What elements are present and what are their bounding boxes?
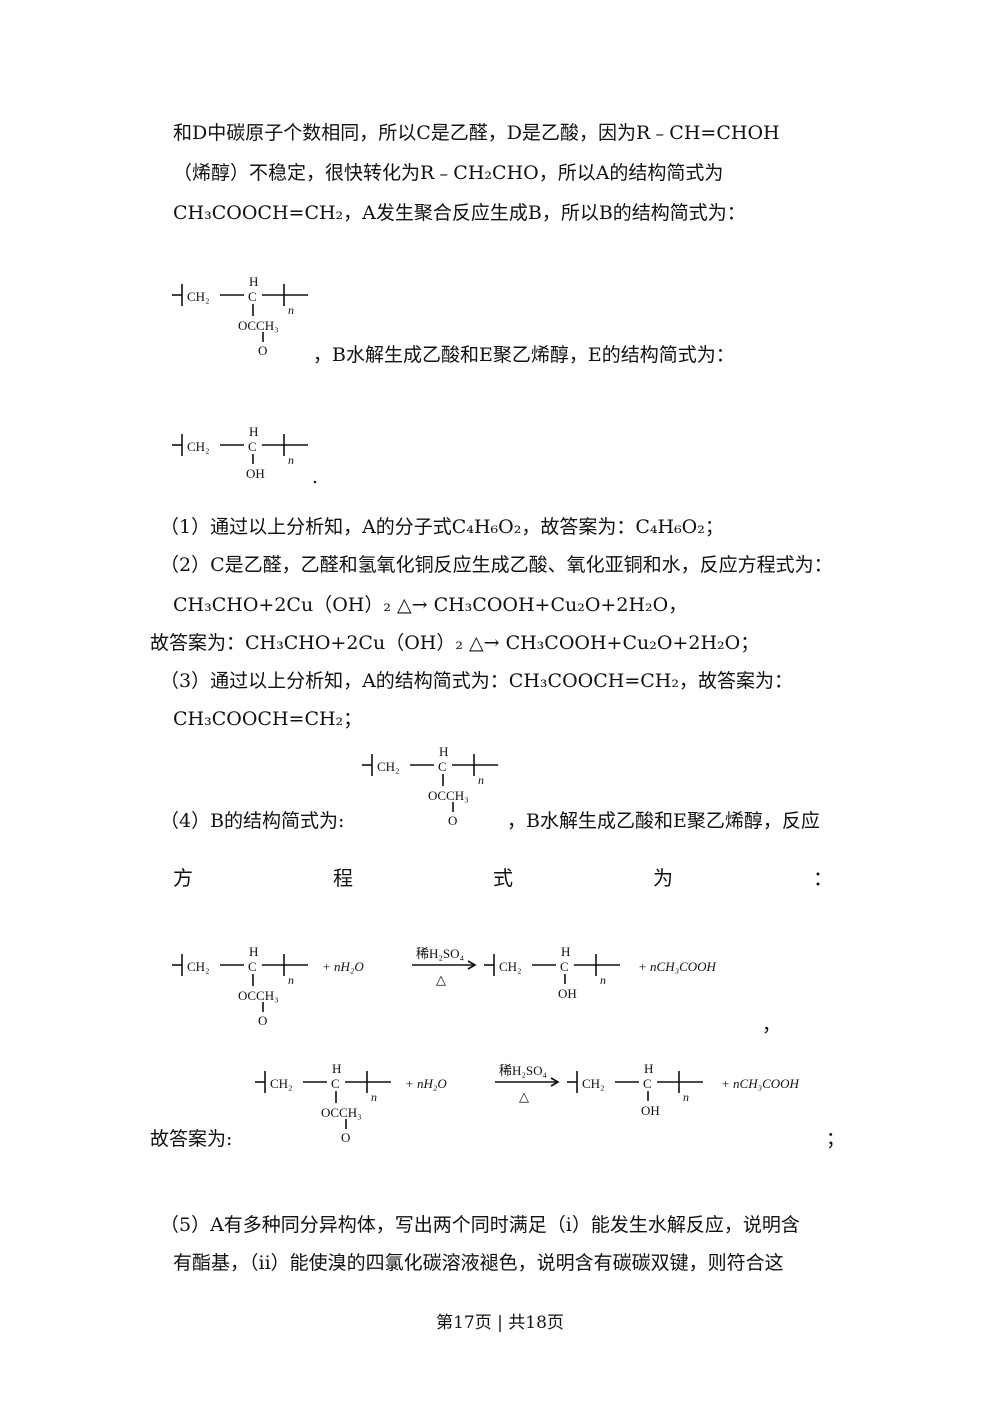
answer-3-intro: （3）通过以上分析知，A的结构简式为：CH₃COOCH=CH₂，故答案为： xyxy=(160,670,793,692)
ch2-label: CH₂ xyxy=(499,959,522,974)
o-label: O xyxy=(258,343,267,358)
answer-1: （1）通过以上分析知，A的分子式C₄H₆O₂，故答案为：C₄H₆O₂； xyxy=(160,516,724,538)
answer-5-line1: （5）A有多种同分异构体，写出两个同时满足（i）能发生水解反应，说明含 xyxy=(160,1214,800,1236)
ch2-label: CH₂ xyxy=(187,289,210,304)
n-label: n xyxy=(371,1090,377,1104)
answer-4-result: 故答案为: xyxy=(150,1128,233,1150)
spaced-char: ： xyxy=(813,866,833,890)
water-term: + nH₂O xyxy=(322,959,364,974)
hydrolysis-reaction: CH₂ H C n OCCH₃ O + nH₂O 稀H₂SO₄ △ CH₂ H … xyxy=(172,944,717,1028)
spaced-heading: 方 程 式 为 ： xyxy=(173,862,833,891)
polymer-b-structure: CH₂ H C n OCCH₃ O xyxy=(362,744,498,828)
c-label: C xyxy=(438,759,447,774)
heat-label: △ xyxy=(436,972,446,987)
answer-3-result: CH₃COOCH=CH₂； xyxy=(173,708,363,730)
oh-label: OH xyxy=(558,986,577,1001)
ch2-label: CH₂ xyxy=(187,959,210,974)
c-label: C xyxy=(248,959,257,974)
answer-2-result: 故答案为：CH₃CHO+2Cu（OH）₂ △→ CH₃COOH+Cu₂O+2H₂… xyxy=(150,632,760,654)
spaced-char: 程 xyxy=(333,866,353,890)
n-label: n xyxy=(288,453,294,467)
n-label: n xyxy=(600,973,606,987)
text-line: ，B水解生成乙酸和E聚乙烯醇，E的结构简式为： xyxy=(313,344,735,366)
spaced-char: 方 xyxy=(173,866,193,890)
h-label: H xyxy=(249,424,258,439)
h-label: H xyxy=(439,744,448,759)
water-term: + nH₂O xyxy=(405,1076,447,1091)
occh3-label: OCCH₃ xyxy=(321,1105,362,1120)
h-label: H xyxy=(561,944,570,959)
acid-term: + nCH₃COOH xyxy=(721,1076,800,1091)
h-label: H xyxy=(644,1061,653,1076)
oh-label: OH xyxy=(641,1103,660,1118)
catalyst-label: 稀H₂SO₄ xyxy=(499,1063,548,1078)
h-label: H xyxy=(249,944,258,959)
polymer-e-structure: CH₂ H C n OH xyxy=(172,424,308,481)
h-label: H xyxy=(332,1061,341,1076)
occh3-label: OCCH₃ xyxy=(428,788,469,803)
answer-5-line2: 有酯基，（ii）能使溴的四氯化碳溶液褪色，说明含有碳碳双键，则符合这 xyxy=(173,1252,784,1274)
c-label: C xyxy=(643,1076,652,1091)
n-label: n xyxy=(478,773,484,787)
n-label: n xyxy=(288,973,294,987)
punctuation: ， xyxy=(762,1014,782,1036)
ch2-label: CH₂ xyxy=(270,1076,293,1091)
c-label: C xyxy=(248,439,257,454)
heat-label: △ xyxy=(519,1089,529,1104)
c-label: C xyxy=(331,1076,340,1091)
spaced-char: 式 xyxy=(493,866,513,890)
punctuation: ； xyxy=(826,1128,846,1150)
text-line: 和D中碳原子个数相同，所以C是乙醛，D是乙酸，因为R﹣CH=CHOH xyxy=(173,122,780,144)
ch2-label: CH₂ xyxy=(187,439,210,454)
c-label: C xyxy=(560,959,569,974)
polymer-b-structure: CH₂ H C n OCCH₃ O xyxy=(172,274,308,358)
answer-4-intro: （4）B的结构简式为: xyxy=(160,810,345,832)
catalyst-label: 稀H₂SO₄ xyxy=(416,946,465,961)
oh-label: OH xyxy=(246,466,265,481)
h-label: H xyxy=(249,274,258,289)
hydrolysis-reaction: CH₂ H C n OCCH₃ O + nH₂O 稀H₂SO₄ △ CH₂ H … xyxy=(255,1061,800,1145)
n-label: n xyxy=(683,1090,689,1104)
text-line: （烯醇）不稳定，很快转化为R﹣CH₂CHO，所以A的结构简式为 xyxy=(173,162,724,184)
page-footer: 第17页 | 共18页 xyxy=(436,1313,564,1333)
c-label: C xyxy=(248,289,257,304)
answer-4-continued: ，B水解生成乙酸和E聚乙烯醇，反应 xyxy=(507,810,820,832)
acid-term: + nCH₃COOH xyxy=(638,959,717,974)
occh3-label: OCCH₃ xyxy=(238,988,279,1003)
answer-2-intro: （2）C是乙醛，乙醛和氢氧化铜反应生成乙酸、氧化亚铜和水，反应方程式为： xyxy=(160,554,833,576)
o-label: O xyxy=(341,1130,350,1145)
ch2-label: CH₂ xyxy=(582,1076,605,1091)
n-label: n xyxy=(288,303,294,317)
occh3-label: OCCH₃ xyxy=(238,318,279,333)
text-line: CH₃COOCH=CH₂，A发生聚合反应生成B，所以B的结构简式为： xyxy=(173,202,746,224)
text-line: . xyxy=(312,466,319,488)
ch2-label: CH₂ xyxy=(377,759,400,774)
o-label: O xyxy=(258,1013,267,1028)
answer-2-equation: CH₃CHO+2Cu（OH）₂ △→ CH₃COOH+Cu₂O+2H₂O， xyxy=(173,594,688,616)
o-label: O xyxy=(448,813,457,828)
spaced-char: 为 xyxy=(653,866,673,890)
